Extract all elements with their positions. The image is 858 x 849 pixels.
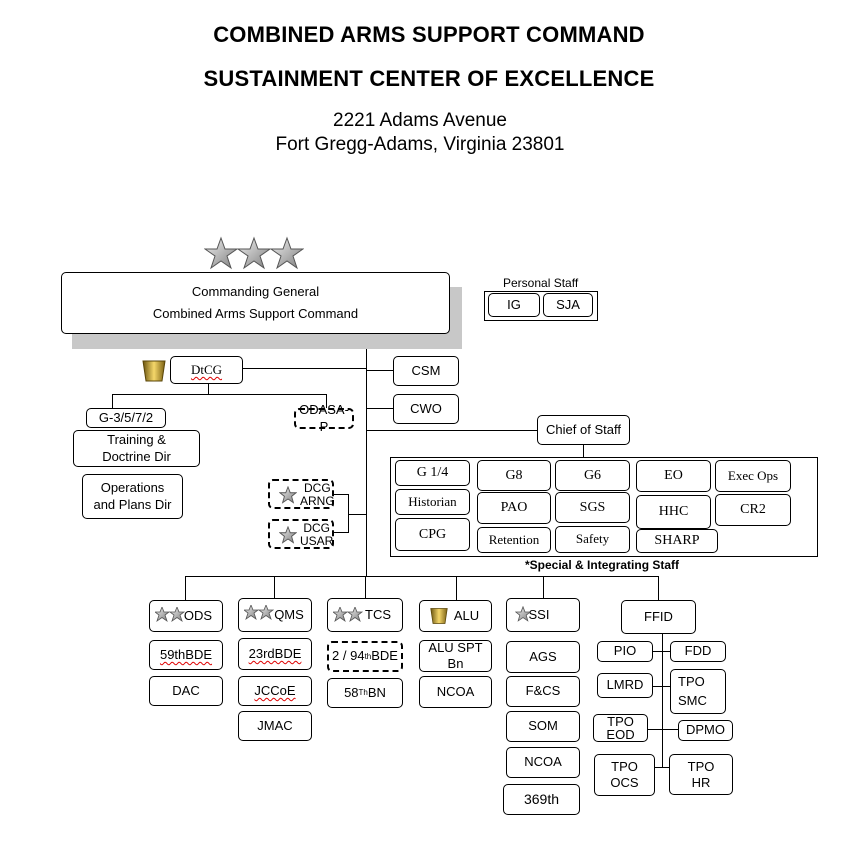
sgs-box[interactable]: SGS — [555, 492, 630, 523]
two-star-icon — [244, 605, 274, 621]
brass-insignia-icon — [142, 360, 166, 382]
pao-box[interactable]: PAO — [477, 492, 551, 524]
dcg-usar-line1: DCG — [303, 521, 330, 535]
star-icon — [515, 606, 531, 622]
safety-box[interactable]: Safety — [555, 526, 630, 553]
special-staff-footer: *Special & Integrating Staff — [525, 558, 680, 572]
ods-label: ODS — [183, 607, 213, 623]
ods-box[interactable]: ODS — [149, 600, 223, 632]
tpo-hr-label: TPO HR — [687, 758, 715, 790]
369th-box[interactable]: 369th — [503, 784, 580, 815]
tcs-box[interactable]: TCS — [327, 598, 403, 632]
dtcg-label: DtCG — [190, 361, 223, 377]
pio-box[interactable]: PIO — [597, 641, 653, 662]
address-line-2: Fort Gregg-Adams, Virginia 23801 — [275, 134, 565, 155]
tpo-eod-box[interactable]: TPO EOD — [593, 714, 648, 742]
tpo-ocs-box[interactable]: TPO OCS — [594, 754, 655, 796]
tpo-eod-label: TPO EOD — [606, 714, 635, 742]
exec-ops-box[interactable]: Exec Ops — [715, 460, 791, 492]
csm-box[interactable]: CSM — [393, 356, 459, 386]
qms-label: QMS — [274, 606, 304, 622]
jmac-box[interactable]: JMAC — [238, 711, 312, 741]
personal-staff-label: Personal Staff — [503, 276, 579, 290]
dcg-arng-line1: DCG — [304, 481, 331, 495]
ig-box[interactable]: IG — [488, 293, 540, 317]
dpmo-box[interactable]: DPMO — [678, 720, 733, 741]
alu-label: ALU — [453, 607, 480, 623]
tpo-smc-box[interactable]: TPO SMC — [670, 669, 726, 714]
cpg-box[interactable]: CPG — [395, 518, 470, 551]
special-staff-frame — [390, 457, 818, 557]
sharp-box[interactable]: SHARP — [636, 529, 718, 553]
59th-bde-label: 59thBDE — [159, 646, 213, 662]
fdd-box[interactable]: FDD — [670, 641, 726, 662]
dtcg-box[interactable]: DtCG — [170, 356, 243, 384]
org-subtitle: SUSTAINMENT CENTER OF EXCELLENCE — [203, 66, 655, 91]
ffid-box[interactable]: FFID — [621, 600, 696, 634]
g3572-box[interactable]: G-3/5/7/2 — [86, 408, 166, 428]
sja-box[interactable]: SJA — [543, 293, 593, 317]
odasa-p-box[interactable]: ODASA-P — [294, 402, 354, 434]
jccoe-label: JCCoE — [254, 682, 296, 698]
eo-box[interactable]: EO — [636, 460, 711, 492]
g6-box[interactable]: G6 — [555, 460, 630, 491]
training-doctrine-box[interactable]: Training & Doctrine Dir — [73, 430, 200, 467]
fcs-box[interactable]: F&CS — [506, 676, 580, 707]
tpo-ocs-label: TPO OCS — [610, 759, 639, 790]
cg-command: Combined Arms Support Command — [152, 306, 359, 321]
som-box[interactable]: SOM — [506, 711, 580, 742]
g8-box[interactable]: G8 — [477, 460, 551, 491]
g14-box[interactable]: G 1/4 — [395, 460, 470, 486]
cwo-box[interactable]: CWO — [393, 394, 459, 424]
personal-staff-frame — [484, 291, 598, 321]
alu-ncoa-box[interactable]: NCOA — [419, 676, 492, 708]
cr2-box[interactable]: CR2 — [715, 494, 791, 526]
ssi-ncoa-box[interactable]: NCOA — [506, 747, 580, 778]
tcs-label: TCS — [365, 606, 391, 622]
two-star-icon — [155, 607, 185, 623]
star-icon — [279, 526, 297, 544]
star-icon — [279, 486, 297, 504]
three-star-rank-icon — [204, 236, 304, 270]
address-line-1: 2221 Adams Avenue — [333, 110, 507, 131]
chief-of-staff-box[interactable]: Chief of Staff — [537, 415, 630, 445]
23rd-bde-label: 23rdBDE — [248, 645, 302, 661]
org-title: COMBINED ARMS SUPPORT COMMAND — [213, 22, 645, 47]
jccoe-box[interactable]: JCCoE — [238, 676, 312, 706]
tpo-smc-label: TPO SMC — [678, 673, 707, 708]
cg-title: Commanding General — [191, 283, 320, 299]
ssi-box[interactable]: SSI — [506, 598, 580, 632]
historian-box[interactable]: Historian — [395, 489, 470, 515]
dcg-usar-line2: USAR — [300, 533, 334, 548]
operations-plans-box[interactable]: Operations and Plans Dir — [82, 474, 183, 519]
lmrd-box[interactable]: LMRD — [597, 673, 653, 698]
dcg-arng-line2: ARNG — [300, 493, 335, 508]
alu-box[interactable]: ALU — [419, 600, 492, 632]
tpo-hr-box[interactable]: TPO HR — [669, 754, 733, 795]
59th-bde-box[interactable]: 59thBDE — [149, 640, 223, 670]
qms-box[interactable]: QMS — [238, 598, 312, 632]
retention-box[interactable]: Retention — [477, 527, 551, 553]
two-star-icon — [333, 607, 363, 623]
brass-insignia-icon — [430, 608, 448, 624]
hhc-box[interactable]: HHC — [636, 495, 711, 529]
dac-box[interactable]: DAC — [149, 676, 223, 706]
23rd-bde-box[interactable]: 23rdBDE — [238, 638, 312, 670]
ags-box[interactable]: AGS — [506, 641, 580, 673]
commanding-general-box[interactable]: Commanding General Combined Arms Support… — [61, 272, 450, 334]
alu-spt-bn-box[interactable]: ALU SPT Bn — [419, 640, 492, 672]
ssi-label: SSI — [528, 606, 550, 622]
